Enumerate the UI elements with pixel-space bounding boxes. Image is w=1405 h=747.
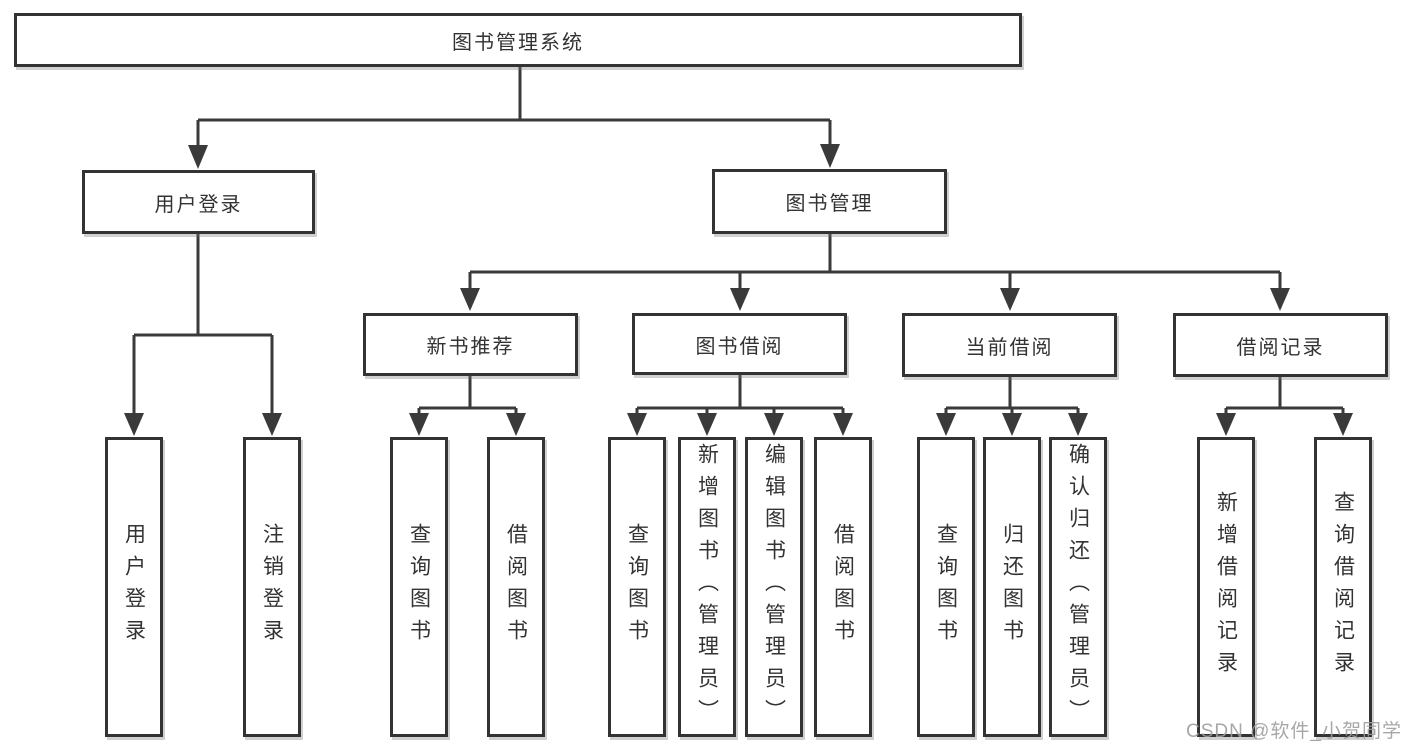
connector-new-book-children bbox=[409, 376, 526, 436]
connector-root-to-level2 bbox=[188, 67, 840, 169]
leaf-query-books-recommend-label: 查询图书 bbox=[407, 523, 431, 651]
csdn-watermark: CSDN @软件_小贺同学 bbox=[1186, 721, 1402, 742]
node-current-borrowing-label: 当前借阅 bbox=[965, 336, 1054, 359]
leaf-logout-label: 注销登录 bbox=[260, 523, 284, 651]
node-borrow-records: 借阅记录 bbox=[1173, 313, 1388, 377]
leaf-query-borrow-record-label: 查询借阅记录 bbox=[1331, 491, 1355, 683]
leaf-user-login: 用户登录 bbox=[105, 437, 163, 737]
node-book-borrowing: 图书借阅 bbox=[632, 313, 847, 375]
leaf-return-books-label: 归还图书 bbox=[1000, 523, 1024, 651]
node-book-management: 图书管理 bbox=[712, 169, 947, 234]
leaf-logout: 注销登录 bbox=[243, 437, 301, 737]
node-user-login: 用户登录 bbox=[82, 170, 315, 234]
leaf-return-books: 归还图书 bbox=[983, 437, 1041, 737]
node-book-borrowing-label: 图书借阅 bbox=[695, 335, 784, 358]
leaf-add-books-admin-label: 新增图书（管理员） bbox=[695, 443, 719, 731]
node-current-borrowing: 当前借阅 bbox=[902, 313, 1117, 377]
leaf-query-books-current-label: 查询图书 bbox=[934, 523, 958, 651]
connector-user-login-children bbox=[124, 234, 282, 436]
leaf-add-books-admin: 新增图书（管理员） bbox=[678, 437, 736, 737]
leaf-query-books-borrowing: 查询图书 bbox=[608, 437, 666, 737]
connector-book-borrow-children bbox=[627, 375, 853, 436]
leaf-borrow-books-label: 借阅图书 bbox=[831, 523, 855, 651]
leaf-query-books-recommend: 查询图书 bbox=[390, 437, 448, 737]
node-borrow-records-label: 借阅记录 bbox=[1236, 336, 1325, 359]
node-book-management-label: 图书管理 bbox=[785, 193, 874, 215]
leaf-borrow-books-recommend: 借阅图书 bbox=[487, 437, 545, 737]
leaf-confirm-return-admin: 确认归还（管理员） bbox=[1049, 437, 1107, 737]
leaf-add-borrow-record-label: 新增借阅记录 bbox=[1214, 491, 1238, 683]
node-new-book-recommend-label: 新书推荐 bbox=[426, 336, 515, 358]
node-user-login-label: 用户登录 bbox=[154, 193, 243, 216]
leaf-confirm-return-admin-label: 确认归还（管理员） bbox=[1066, 443, 1090, 731]
leaf-borrow-books: 借阅图书 bbox=[814, 437, 872, 737]
leaf-user-login-label: 用户登录 bbox=[122, 523, 146, 651]
connector-borrow-records-children bbox=[1216, 377, 1353, 436]
leaf-edit-books-admin-label: 编辑图书（管理员） bbox=[762, 443, 786, 731]
leaf-edit-books-admin: 编辑图书（管理员） bbox=[745, 437, 803, 737]
leaf-query-borrow-record: 查询借阅记录 bbox=[1314, 437, 1372, 737]
node-library-system: 图书管理系统 bbox=[14, 13, 1022, 67]
node-library-system-label: 图书管理系统 bbox=[452, 31, 584, 54]
leaf-add-borrow-record: 新增借阅记录 bbox=[1197, 437, 1255, 737]
connector-current-borrow-children bbox=[936, 377, 1088, 436]
leaf-borrow-books-recommend-label: 借阅图书 bbox=[504, 523, 528, 651]
leaf-query-books-borrowing-label: 查询图书 bbox=[625, 523, 649, 651]
node-new-book-recommend: 新书推荐 bbox=[363, 313, 578, 376]
connector-book-mgmt-to-level3 bbox=[460, 234, 1290, 311]
leaf-query-books-current: 查询图书 bbox=[917, 437, 975, 737]
